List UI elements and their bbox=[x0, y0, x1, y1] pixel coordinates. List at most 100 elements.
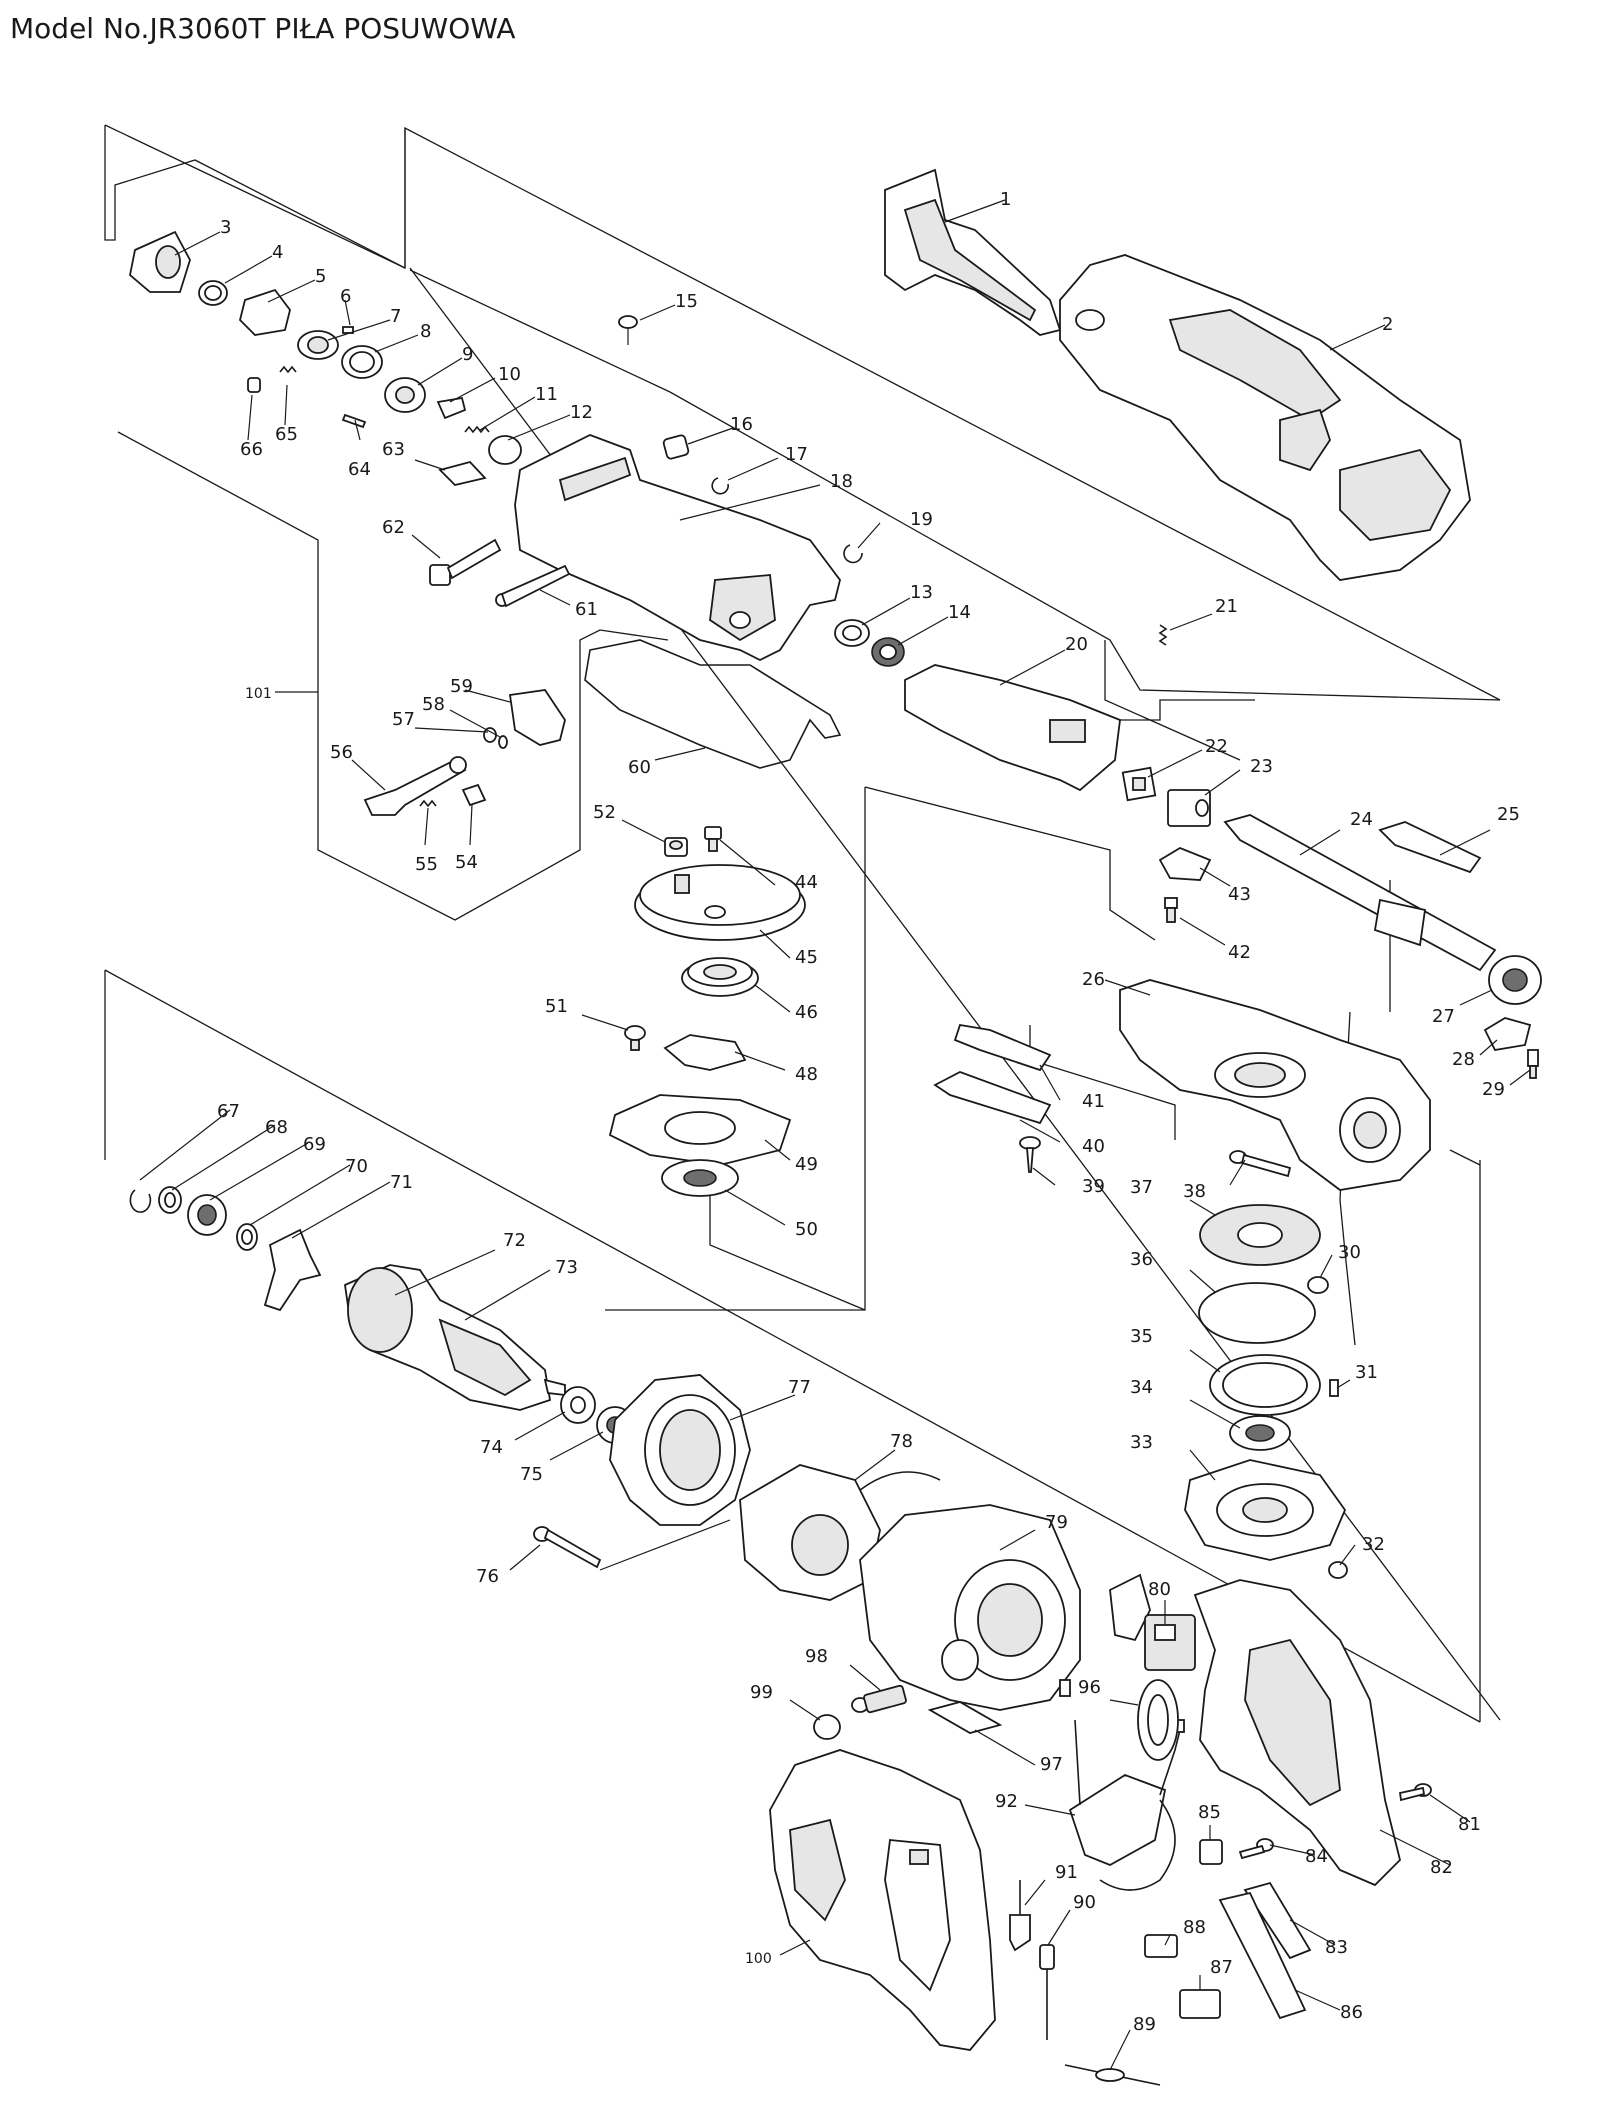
label-45: 45 bbox=[795, 947, 818, 968]
label-61: 61 bbox=[575, 599, 598, 620]
label-54: 54 bbox=[455, 852, 478, 873]
label-49: 49 bbox=[795, 1154, 818, 1175]
label-58: 58 bbox=[422, 694, 445, 715]
label-7: 7 bbox=[390, 306, 401, 327]
label-98: 98 bbox=[805, 1646, 828, 1667]
part-100-handle-cover bbox=[769, 1749, 996, 2051]
part-63-clip bbox=[438, 460, 487, 486]
label-69: 69 bbox=[303, 1134, 326, 1155]
label-96: 96 bbox=[1078, 1677, 1101, 1698]
part-55-spring bbox=[419, 799, 437, 808]
label-48: 48 bbox=[795, 1064, 818, 1085]
label-5: 5 bbox=[315, 266, 326, 287]
label-42: 42 bbox=[1228, 942, 1251, 963]
label-77: 77 bbox=[788, 1377, 811, 1398]
label-60: 60 bbox=[628, 757, 651, 778]
label-50: 50 bbox=[795, 1219, 818, 1240]
label-65: 65 bbox=[275, 424, 298, 445]
part-43-bracket bbox=[1158, 846, 1212, 881]
part-61-pin bbox=[495, 564, 571, 608]
part-59-plate bbox=[508, 689, 566, 746]
label-101: 101 bbox=[245, 686, 272, 702]
label-55: 55 bbox=[415, 854, 438, 875]
part-67-clip bbox=[129, 1189, 152, 1213]
label-51: 51 bbox=[545, 996, 568, 1017]
part-89-resistor bbox=[1064, 2064, 1161, 2086]
part-50-bearing bbox=[661, 1159, 739, 1197]
label-83: 83 bbox=[1325, 1937, 1348, 1958]
label-34: 34 bbox=[1130, 1377, 1153, 1398]
label-9: 9 bbox=[462, 344, 473, 365]
label-41: 41 bbox=[1082, 1091, 1105, 1112]
leader-lines bbox=[139, 199, 1531, 2071]
part-25-plate bbox=[1378, 821, 1482, 874]
label-22: 22 bbox=[1205, 736, 1228, 757]
label-14: 14 bbox=[948, 602, 971, 623]
part-88-capacitor bbox=[1144, 1934, 1178, 1958]
label-23: 23 bbox=[1250, 756, 1273, 777]
label-13: 13 bbox=[910, 582, 933, 603]
part-30-screw bbox=[1307, 1276, 1329, 1294]
label-87: 87 bbox=[1210, 1957, 1233, 1978]
part-21-spring bbox=[1158, 624, 1168, 646]
part-62-lever bbox=[429, 538, 502, 586]
label-64: 64 bbox=[348, 459, 371, 480]
part-labels: 1 2 3 4 5 6 7 8 9 10 11 12 13 14 15 16 1… bbox=[217, 189, 1520, 2035]
label-92: 92 bbox=[995, 1791, 1018, 1812]
label-76: 76 bbox=[476, 1566, 499, 1587]
part-26-crank-case bbox=[1119, 979, 1431, 1191]
label-90: 90 bbox=[1073, 1892, 1096, 1913]
part-1-handle-grip bbox=[884, 168, 1062, 336]
label-59: 59 bbox=[450, 676, 473, 697]
label-37: 37 bbox=[1130, 1177, 1153, 1198]
label-82: 82 bbox=[1430, 1857, 1453, 1878]
part-2-housing-cover bbox=[1059, 254, 1471, 581]
label-72: 72 bbox=[503, 1230, 526, 1251]
label-57: 57 bbox=[392, 709, 415, 730]
label-67: 67 bbox=[217, 1101, 240, 1122]
part-51-screw bbox=[624, 1025, 646, 1051]
label-12: 12 bbox=[570, 402, 593, 423]
part-33-retainer bbox=[1184, 1459, 1347, 1561]
label-39: 39 bbox=[1082, 1176, 1105, 1197]
label-81: 81 bbox=[1458, 1814, 1481, 1835]
part-79-motor-housing bbox=[859, 1504, 1081, 1711]
label-35: 35 bbox=[1130, 1326, 1153, 1347]
part-77-baffle-ring bbox=[609, 1374, 751, 1526]
label-66: 66 bbox=[240, 439, 263, 460]
part-85-connector bbox=[1199, 1839, 1223, 1865]
label-63: 63 bbox=[382, 439, 405, 460]
label-29: 29 bbox=[1482, 1079, 1505, 1100]
label-36: 36 bbox=[1130, 1249, 1153, 1270]
label-44: 44 bbox=[795, 872, 818, 893]
part-86-label bbox=[1218, 1891, 1307, 2020]
label-8: 8 bbox=[420, 321, 431, 342]
label-17: 17 bbox=[785, 444, 808, 465]
part-84-screw bbox=[1238, 1838, 1274, 1860]
label-21: 21 bbox=[1215, 596, 1238, 617]
part-56-lever bbox=[363, 756, 467, 816]
part-44-screw bbox=[704, 826, 722, 852]
part-71-baffle bbox=[263, 1228, 322, 1312]
part-83-label bbox=[1243, 1881, 1312, 1960]
label-78: 78 bbox=[890, 1431, 913, 1452]
part-37-gear bbox=[1199, 1204, 1321, 1266]
label-88: 88 bbox=[1183, 1917, 1206, 1938]
part-54-block bbox=[461, 783, 487, 807]
part-91-terminal bbox=[1009, 1880, 1031, 1952]
part-58-ring bbox=[498, 735, 508, 749]
label-70: 70 bbox=[345, 1156, 368, 1177]
part-15-screw bbox=[618, 315, 638, 345]
part-18-gear-housing bbox=[514, 434, 841, 662]
part-80-switch bbox=[1109, 1573, 1196, 1671]
part-12-knob bbox=[488, 435, 522, 465]
label-79: 79 bbox=[1045, 1512, 1068, 1533]
label-32: 32 bbox=[1362, 1534, 1385, 1555]
part-52-nut bbox=[664, 837, 688, 857]
label-46: 46 bbox=[795, 1002, 818, 1023]
part-92-controller bbox=[1059, 1679, 1185, 1891]
part-82-handle-half bbox=[1193, 1579, 1401, 1887]
part-98-brush-holder bbox=[851, 1684, 907, 1714]
part-99-cap bbox=[813, 1714, 841, 1740]
part-96-gasket bbox=[1137, 1679, 1179, 1761]
